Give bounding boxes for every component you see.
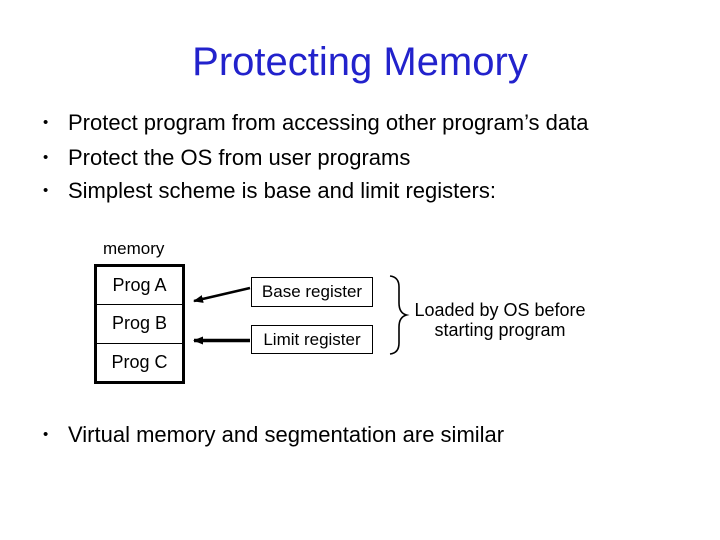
bullet-text-1: Protect program from accessing other pro… [68,110,589,135]
memory-row-prog-a: Prog A [97,267,182,306]
brace-note-line-1: Loaded by OS before [414,300,586,320]
base-register-box: Base register [251,277,373,307]
memory-label: memory [103,239,165,258]
brace-note-line-2: starting program [434,320,566,340]
bullet-item-2: • Protect the OS from user programs [34,145,684,171]
bullet-text-3: Simplest scheme is base and limit regist… [68,178,496,203]
bullet-icon: • [43,149,49,166]
memory-row-prog-c: Prog C [111,351,168,372]
bullet-text-4: Virtual memory and segmentation are simi… [68,422,505,447]
base-register-arrow [193,286,251,303]
bullet-icon: • [43,114,49,131]
limit-register-box: Limit register [251,325,373,354]
bullet-item-4: • Virtual memory and segmentation are si… [34,422,684,448]
bullet-icon: • [43,426,49,443]
bullet-text-2: Protect the OS from user programs [68,145,411,170]
bullet-icon: • [43,182,49,199]
slide-title: Protecting Memory [192,40,528,84]
memory-row-prog-b: Prog B [97,305,182,344]
bullet-item-3: • Simplest scheme is base and limit regi… [34,178,684,204]
brace-note: Loaded by OS before starting program [400,300,600,340]
bullet-item-1: • Protect program from accessing other p… [34,110,684,136]
memory-table: Prog A Prog B Prog C [94,264,185,384]
